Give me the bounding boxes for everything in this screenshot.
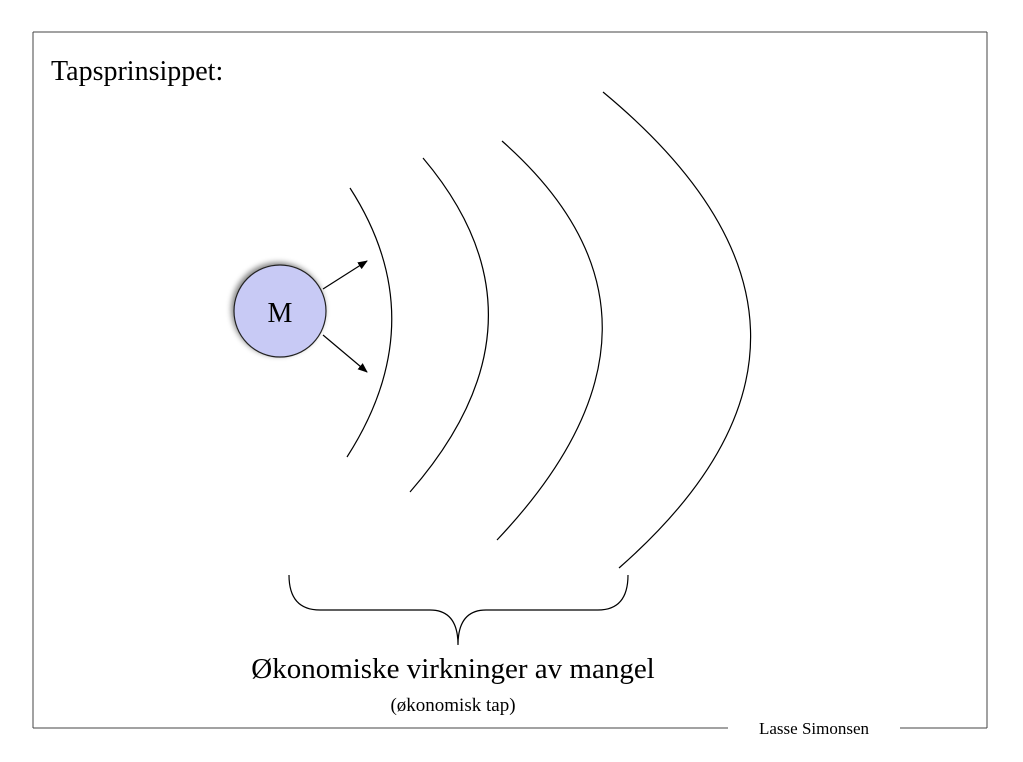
wave-arc-1: [346, 187, 393, 458]
wave-arc-2: [409, 157, 489, 493]
caption-main: Økonomiske virkninger av mangel: [251, 653, 655, 685]
wave-arc-4: [602, 91, 752, 569]
source-label: M: [268, 298, 293, 329]
caption-sub: (økonomisk tap): [390, 695, 515, 716]
source-node: M: [233, 264, 327, 358]
slide-title: Tapsprinsippet:: [51, 56, 223, 87]
source-circle: [233, 264, 327, 358]
wave-arcs: [346, 91, 752, 569]
arrow-upper: [322, 260, 368, 290]
wave-arc-3: [496, 140, 603, 541]
footer-author: Lasse Simonsen: [759, 719, 870, 738]
curly-brace: [288, 574, 629, 646]
slide-frame: [32, 31, 988, 729]
arrow-lower: [322, 334, 368, 373]
